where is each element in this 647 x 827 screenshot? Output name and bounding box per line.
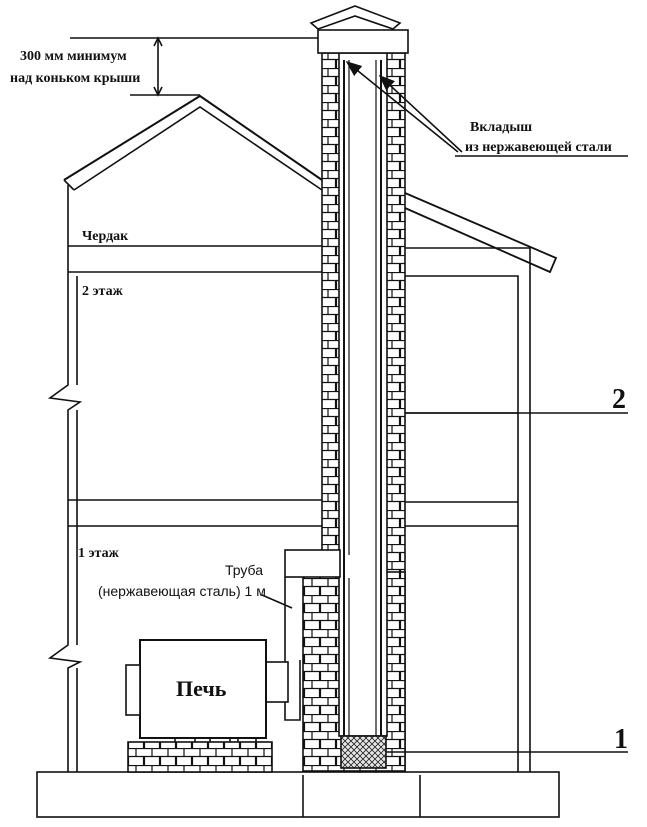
- pipe-label-line2: (нержавеющая сталь) 1 м: [98, 583, 266, 599]
- liner-arrow-1: [345, 60, 459, 153]
- stove-base: [127, 741, 273, 773]
- clearance-label-line2: над коньком крыши: [10, 71, 140, 86]
- chimney-cap-roof: [309, 5, 402, 30]
- clearance-label-line1: 300 мм минимум: [20, 49, 127, 64]
- house-left-wall: [47, 270, 83, 772]
- liner-arrow-2: [378, 74, 463, 153]
- pipe-label-leader: [261, 594, 293, 609]
- stove-label: Печь: [176, 676, 227, 701]
- attic-label: Чердак: [82, 229, 129, 244]
- connector-pipe: [284, 549, 341, 578]
- cleanout-block: [340, 735, 387, 769]
- callout2-label: 2: [612, 384, 626, 415]
- foundation-slab: [36, 771, 560, 818]
- extension-roof: [404, 192, 558, 274]
- floor1-label: 1 этаж: [78, 546, 120, 561]
- flue-channel: [338, 52, 388, 737]
- stove-body: [139, 639, 267, 739]
- callout1-label: 1: [614, 724, 628, 755]
- floor2-label: 2 этаж: [82, 284, 124, 299]
- liner-label-line2: из нержавеющей стали: [465, 140, 612, 155]
- main-roof: [63, 94, 323, 181]
- pipe-label-line1: Труба: [225, 562, 263, 578]
- chimney-cap-slab: [317, 29, 409, 54]
- liner-label-line1: Вкладыш: [470, 120, 532, 135]
